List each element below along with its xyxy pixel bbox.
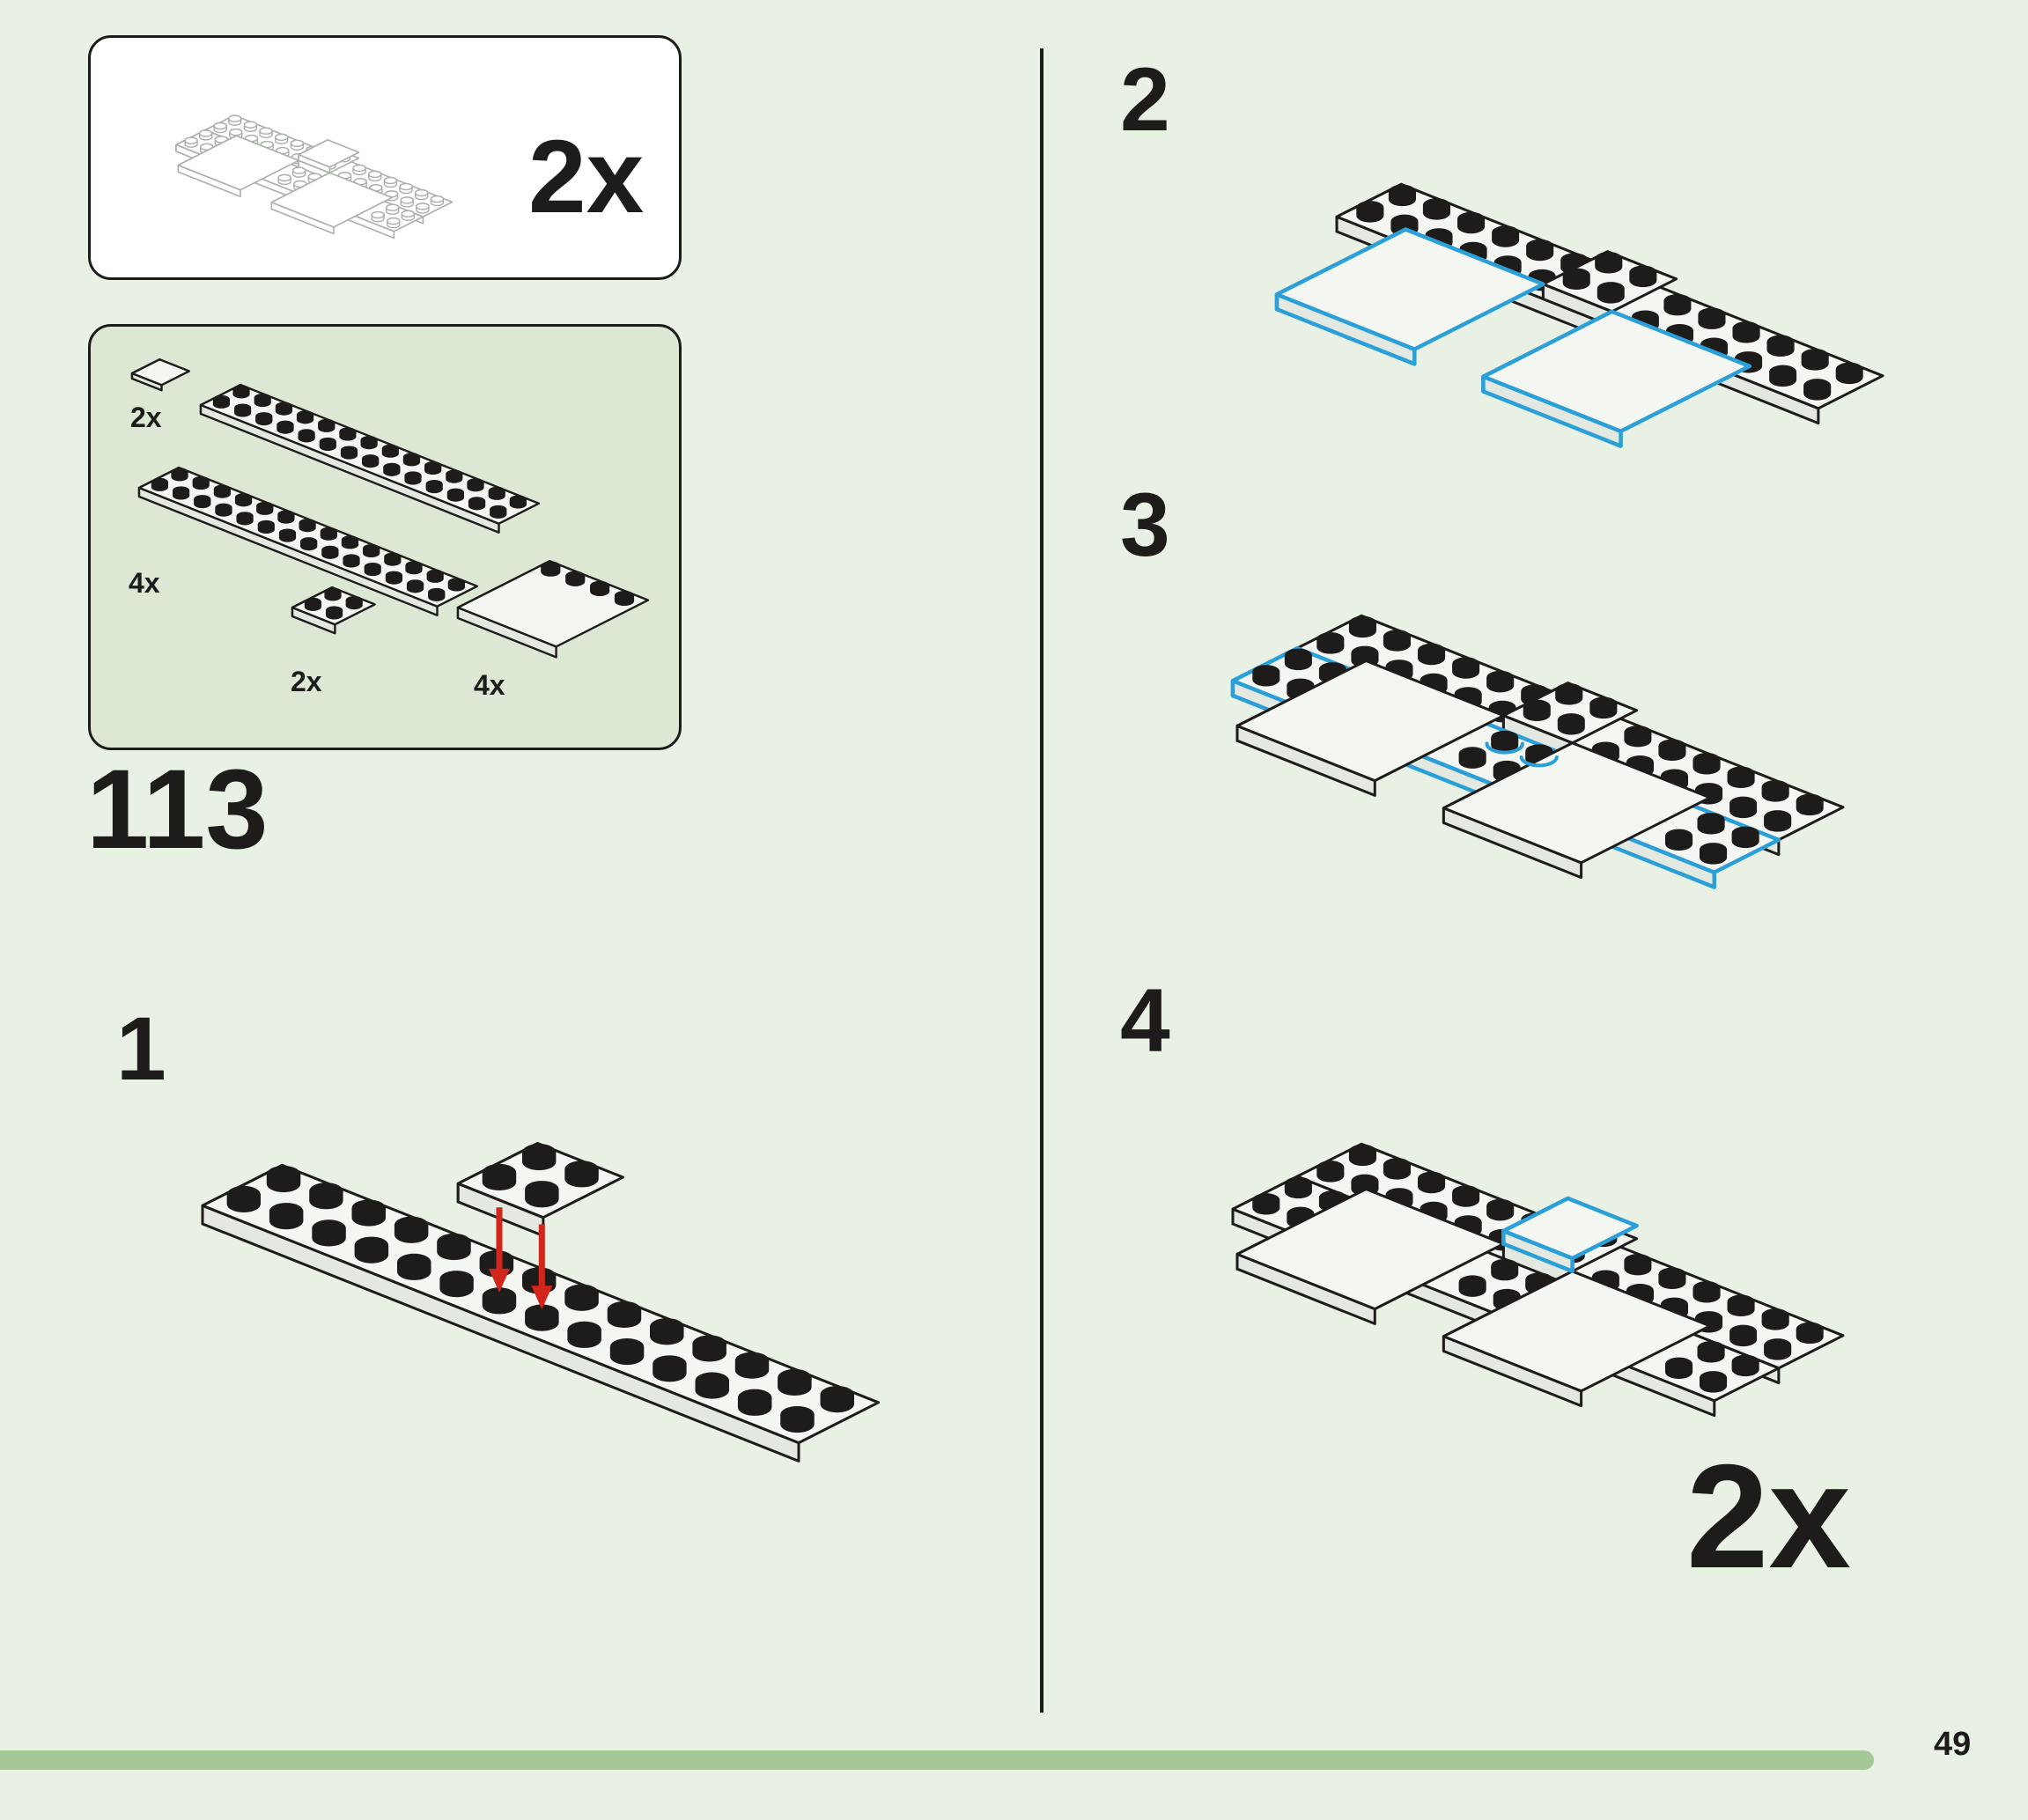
column-divider xyxy=(1040,48,1043,1713)
parts-list-box xyxy=(88,324,682,750)
preview-quantity: 2x xyxy=(528,119,645,235)
substep-2-label: 2 xyxy=(1120,49,1170,150)
substep-1-label: 1 xyxy=(116,998,166,1099)
substep-4-label: 4 xyxy=(1120,970,1170,1071)
part-qty-tile-4x4: 4x xyxy=(474,669,505,701)
step-3-drawing xyxy=(1230,614,1845,889)
part-qty-plate-2x14: 4x xyxy=(129,567,160,599)
part-qty-plate-2x2: 2x xyxy=(291,666,322,697)
part-qty-tile-2x2: 2x xyxy=(130,402,162,433)
final-quantity: 2x xyxy=(1686,1433,1851,1599)
step-4-drawing xyxy=(1231,1142,1845,1418)
page-number: 49 xyxy=(1934,1726,1972,1763)
step-number: 113 xyxy=(86,747,269,873)
substep-3-label: 3 xyxy=(1120,475,1170,575)
step-2-drawing xyxy=(1274,182,1884,448)
step-1-drawing xyxy=(201,1142,880,1463)
progress-bar xyxy=(0,1750,1874,1770)
